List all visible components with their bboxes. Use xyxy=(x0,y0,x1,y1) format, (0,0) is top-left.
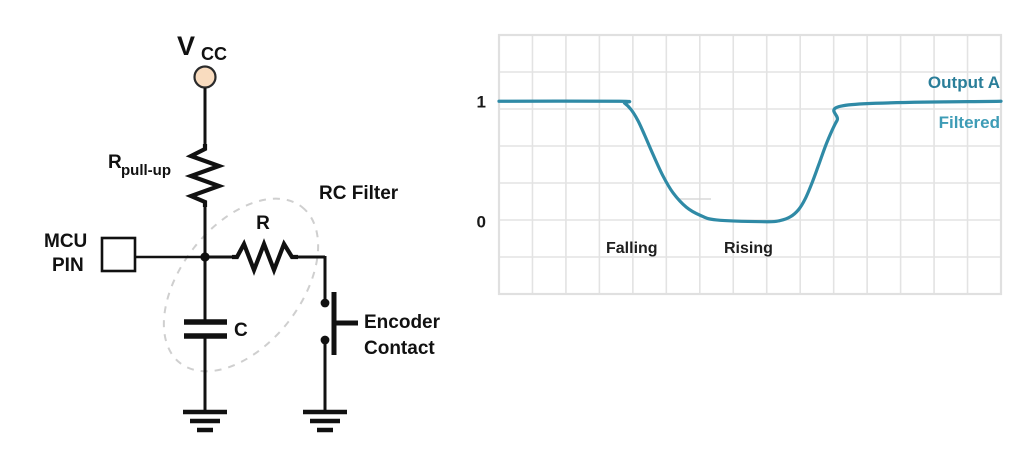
circuit-diagram-panel: V CC R pull-up MCU PIN R xyxy=(0,0,470,455)
y-tick-label: 1 xyxy=(477,92,486,111)
circuit-svg: V CC R pull-up MCU PIN R xyxy=(44,31,441,433)
rc-filter-label: RC Filter xyxy=(319,183,399,204)
chart-y-axis-ticks: 01 xyxy=(477,92,486,231)
rc-filter-highlight-ellipse xyxy=(162,197,320,373)
vcc-label-subscript: CC xyxy=(201,44,227,64)
series-resistor-r-label: R xyxy=(256,213,270,234)
chart-plot-border xyxy=(497,33,1003,296)
pullup-resistor-label-subscript: pull-up xyxy=(121,162,171,179)
falling-annotation: Falling xyxy=(606,240,658,257)
pullup-resistor-label: R xyxy=(108,152,122,173)
series-resistor-r-icon xyxy=(232,238,298,276)
rising-annotation: Rising xyxy=(724,240,773,257)
legend-label-output-a: Output A xyxy=(928,73,1000,92)
ground-symbol-encoder xyxy=(303,409,347,433)
encoder-contact-label-line1: Encoder xyxy=(364,312,441,333)
vcc-label: V xyxy=(177,31,195,61)
encoder-contact-switch-icon xyxy=(320,292,358,412)
y-tick-label: 0 xyxy=(477,213,486,232)
encoder-contact-label-line2: Contact xyxy=(364,338,435,359)
waveform-chart-svg: 01 Falling Rising Output A Filtered xyxy=(477,33,1003,296)
legend-label-filtered: Filtered xyxy=(939,113,1000,132)
mcu-pin-label-line1: MCU xyxy=(44,231,87,252)
pullup-resistor-icon xyxy=(184,144,226,207)
ground-symbol-capacitor xyxy=(183,409,227,433)
output-a-filtered-waveform xyxy=(497,99,1003,224)
mcu-pin-label-line2: PIN xyxy=(52,255,84,276)
vcc-supply-node-icon xyxy=(193,65,217,89)
mcu-pin-box xyxy=(100,236,137,273)
capacitor-label: C xyxy=(234,320,248,341)
